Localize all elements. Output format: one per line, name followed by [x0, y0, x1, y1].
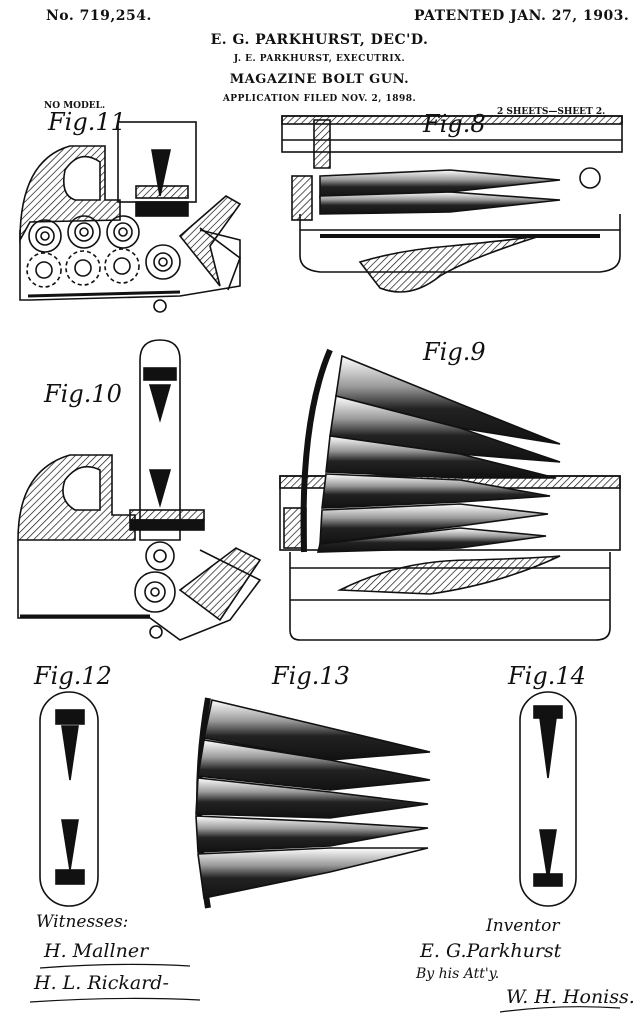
fig14-caption: Fig.14 [508, 662, 586, 690]
patent-title: MAGAZINE BOLT GUN. [229, 72, 410, 87]
inventor-signature: E. G.Parkhurst [420, 940, 562, 962]
fig11-drawing [19, 121, 242, 313]
attorney-signature: W. H. Honiss. [506, 986, 635, 1008]
patent-number: No. 719,254. [46, 8, 152, 24]
fig10-caption: Fig.10 [44, 380, 122, 408]
application-line: APPLICATION FILED NOV. 2, 1898. [222, 94, 417, 104]
witness2-underline [29, 997, 201, 1003]
witness1-signature: H. Mallner [44, 940, 149, 962]
fig10-drawing [17, 339, 262, 641]
fig13-drawing [195, 697, 431, 909]
fig11-caption: Fig.11 [48, 108, 126, 136]
witness2-signature: H. L. Rickard- [34, 972, 169, 994]
fig8-caption: Fig.8 [423, 110, 486, 138]
attorney-line: By his Att'y. [416, 966, 500, 982]
sheet-label: 2 SHEETS—SHEET 2. [497, 107, 606, 117]
fig14-drawing [519, 691, 577, 907]
inventor-line: E. G. PARKHURST, DEC'D. [210, 32, 429, 48]
fig13-caption: Fig.13 [272, 662, 350, 690]
attorney-flourish [499, 1006, 621, 1013]
witnesses-label: Witnesses: [36, 912, 129, 932]
fig8-drawing [281, 115, 623, 293]
witness1-underline [39, 963, 191, 969]
fig9-drawing [279, 348, 621, 641]
fig12-caption: Fig.12 [34, 662, 112, 690]
fig12-drawing [39, 691, 99, 907]
executrix-line: J. E. PARKHURST, EXECUTRIX. [233, 54, 406, 64]
patent-date: PATENTED JAN. 27, 1903. [414, 8, 630, 24]
fig9-caption: Fig.9 [423, 338, 486, 366]
no-model-label: NO MODEL. [44, 101, 106, 111]
inventor-label: Inventor [486, 916, 560, 936]
